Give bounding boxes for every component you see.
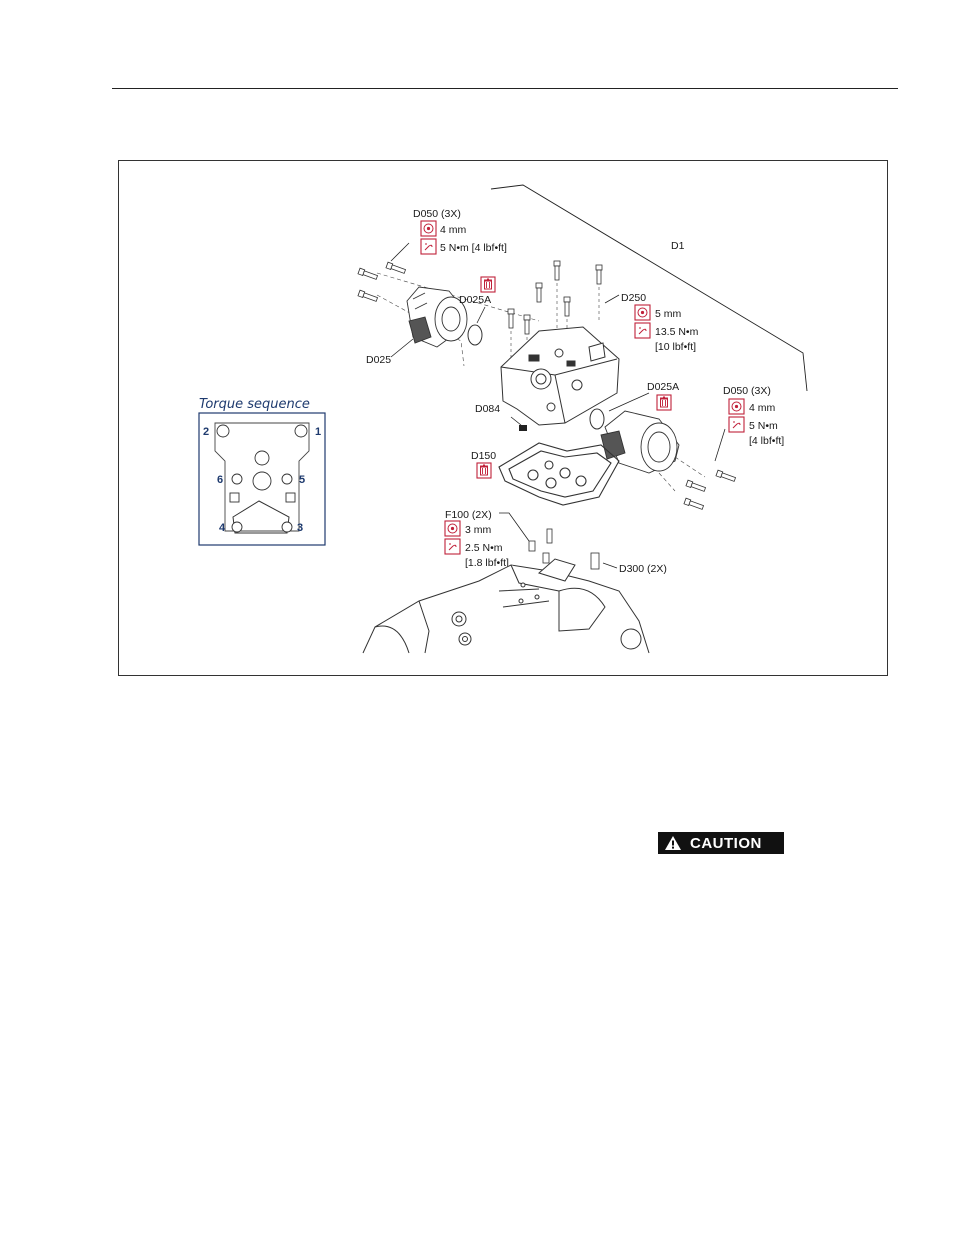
plug-d084 xyxy=(519,425,527,431)
f100-hex: 3 mm xyxy=(465,524,492,536)
d250-hex: 5 mm xyxy=(655,308,682,320)
torque-sequence-title: Torque sequence xyxy=(199,397,310,412)
discard-part-icon xyxy=(477,463,491,478)
torque-wrench-icon xyxy=(421,239,436,254)
d050-right-torque2: [4 lbf•ft] xyxy=(749,435,784,447)
hex-wrench-icon xyxy=(445,521,460,536)
discard-part-icon xyxy=(657,395,671,410)
torque-seq-6: 6 xyxy=(217,474,223,486)
d050-top-leader xyxy=(391,243,409,261)
right-screws xyxy=(684,470,736,510)
d250-torque1: 13.5 N•m xyxy=(655,326,699,338)
label-d300: D300 (2X) xyxy=(619,563,667,575)
f100-leader xyxy=(499,513,529,541)
exploded-view-figure: D1 D050 (3X) 4 mm 5 N•m [4 lbf•ft] D025 … xyxy=(118,160,888,676)
d250-leader xyxy=(605,295,619,303)
torque-seq-2: 2 xyxy=(203,426,209,438)
torque-seq-3: 3 xyxy=(297,522,303,534)
warning-triangle-icon xyxy=(664,835,682,851)
f100-torque2: [1.8 lbf•ft] xyxy=(465,557,509,569)
solenoid-left xyxy=(407,287,467,347)
d300-leader xyxy=(603,563,617,568)
caution-label: CAUTION xyxy=(690,835,762,852)
hex-wrench-icon xyxy=(635,305,650,320)
gasket-d150 xyxy=(499,443,619,505)
label-d084: D084 xyxy=(475,403,500,415)
o-ring-right xyxy=(590,409,604,429)
d084-leader xyxy=(511,417,521,425)
torque-seq-4: 4 xyxy=(219,522,226,534)
label-d1: D1 xyxy=(671,240,685,252)
discard-part-icon xyxy=(481,277,495,292)
label-d250: D250 xyxy=(621,292,646,304)
label-d025a-top: D025A xyxy=(459,294,491,306)
label-d050-right: D050 (3X) xyxy=(723,385,771,397)
torque-seq-5: 5 xyxy=(299,474,305,486)
d250-torque2: [10 lbf•ft] xyxy=(655,341,696,353)
d050-right-leader xyxy=(715,429,725,461)
torque-wrench-icon xyxy=(729,417,744,432)
control-block xyxy=(501,327,619,425)
d025a-right-leader xyxy=(609,393,649,411)
block-bolts xyxy=(508,261,602,334)
label-f100: F100 (2X) xyxy=(445,509,492,521)
hex-wrench-icon xyxy=(729,399,744,414)
d025-leader xyxy=(391,339,413,357)
d025a-top-leader xyxy=(477,307,485,323)
left-screws xyxy=(358,262,406,302)
pump-housing xyxy=(363,559,649,653)
caution-badge: CAUTION xyxy=(658,832,784,854)
torque-sequence-inset: Torque sequence 1 2 3 4 5 6 xyxy=(199,397,325,545)
f100-torque1: 2.5 N•m xyxy=(465,542,503,554)
d050-top-hex: 4 mm xyxy=(440,224,467,236)
hex-wrench-icon xyxy=(421,221,436,236)
label-d050-top: D050 (3X) xyxy=(413,208,461,220)
label-d150: D150 xyxy=(471,450,496,462)
torque-wrench-icon xyxy=(635,323,650,338)
label-d025a-right: D025A xyxy=(647,381,679,393)
d050-right-torque1: 5 N•m xyxy=(749,420,778,432)
d050-top-torque: 5 N•m [4 lbf•ft] xyxy=(440,242,507,254)
torque-wrench-icon xyxy=(445,539,460,554)
o-ring-top xyxy=(468,325,482,345)
torque-seq-1: 1 xyxy=(315,426,321,438)
d050-right-hex: 4 mm xyxy=(749,402,776,414)
header-rule xyxy=(112,88,898,89)
exploded-view-drawing: D1 D050 (3X) 4 mm 5 N•m [4 lbf•ft] D025 … xyxy=(119,161,889,677)
label-d025: D025 xyxy=(366,354,391,366)
solenoid-right xyxy=(601,411,679,473)
